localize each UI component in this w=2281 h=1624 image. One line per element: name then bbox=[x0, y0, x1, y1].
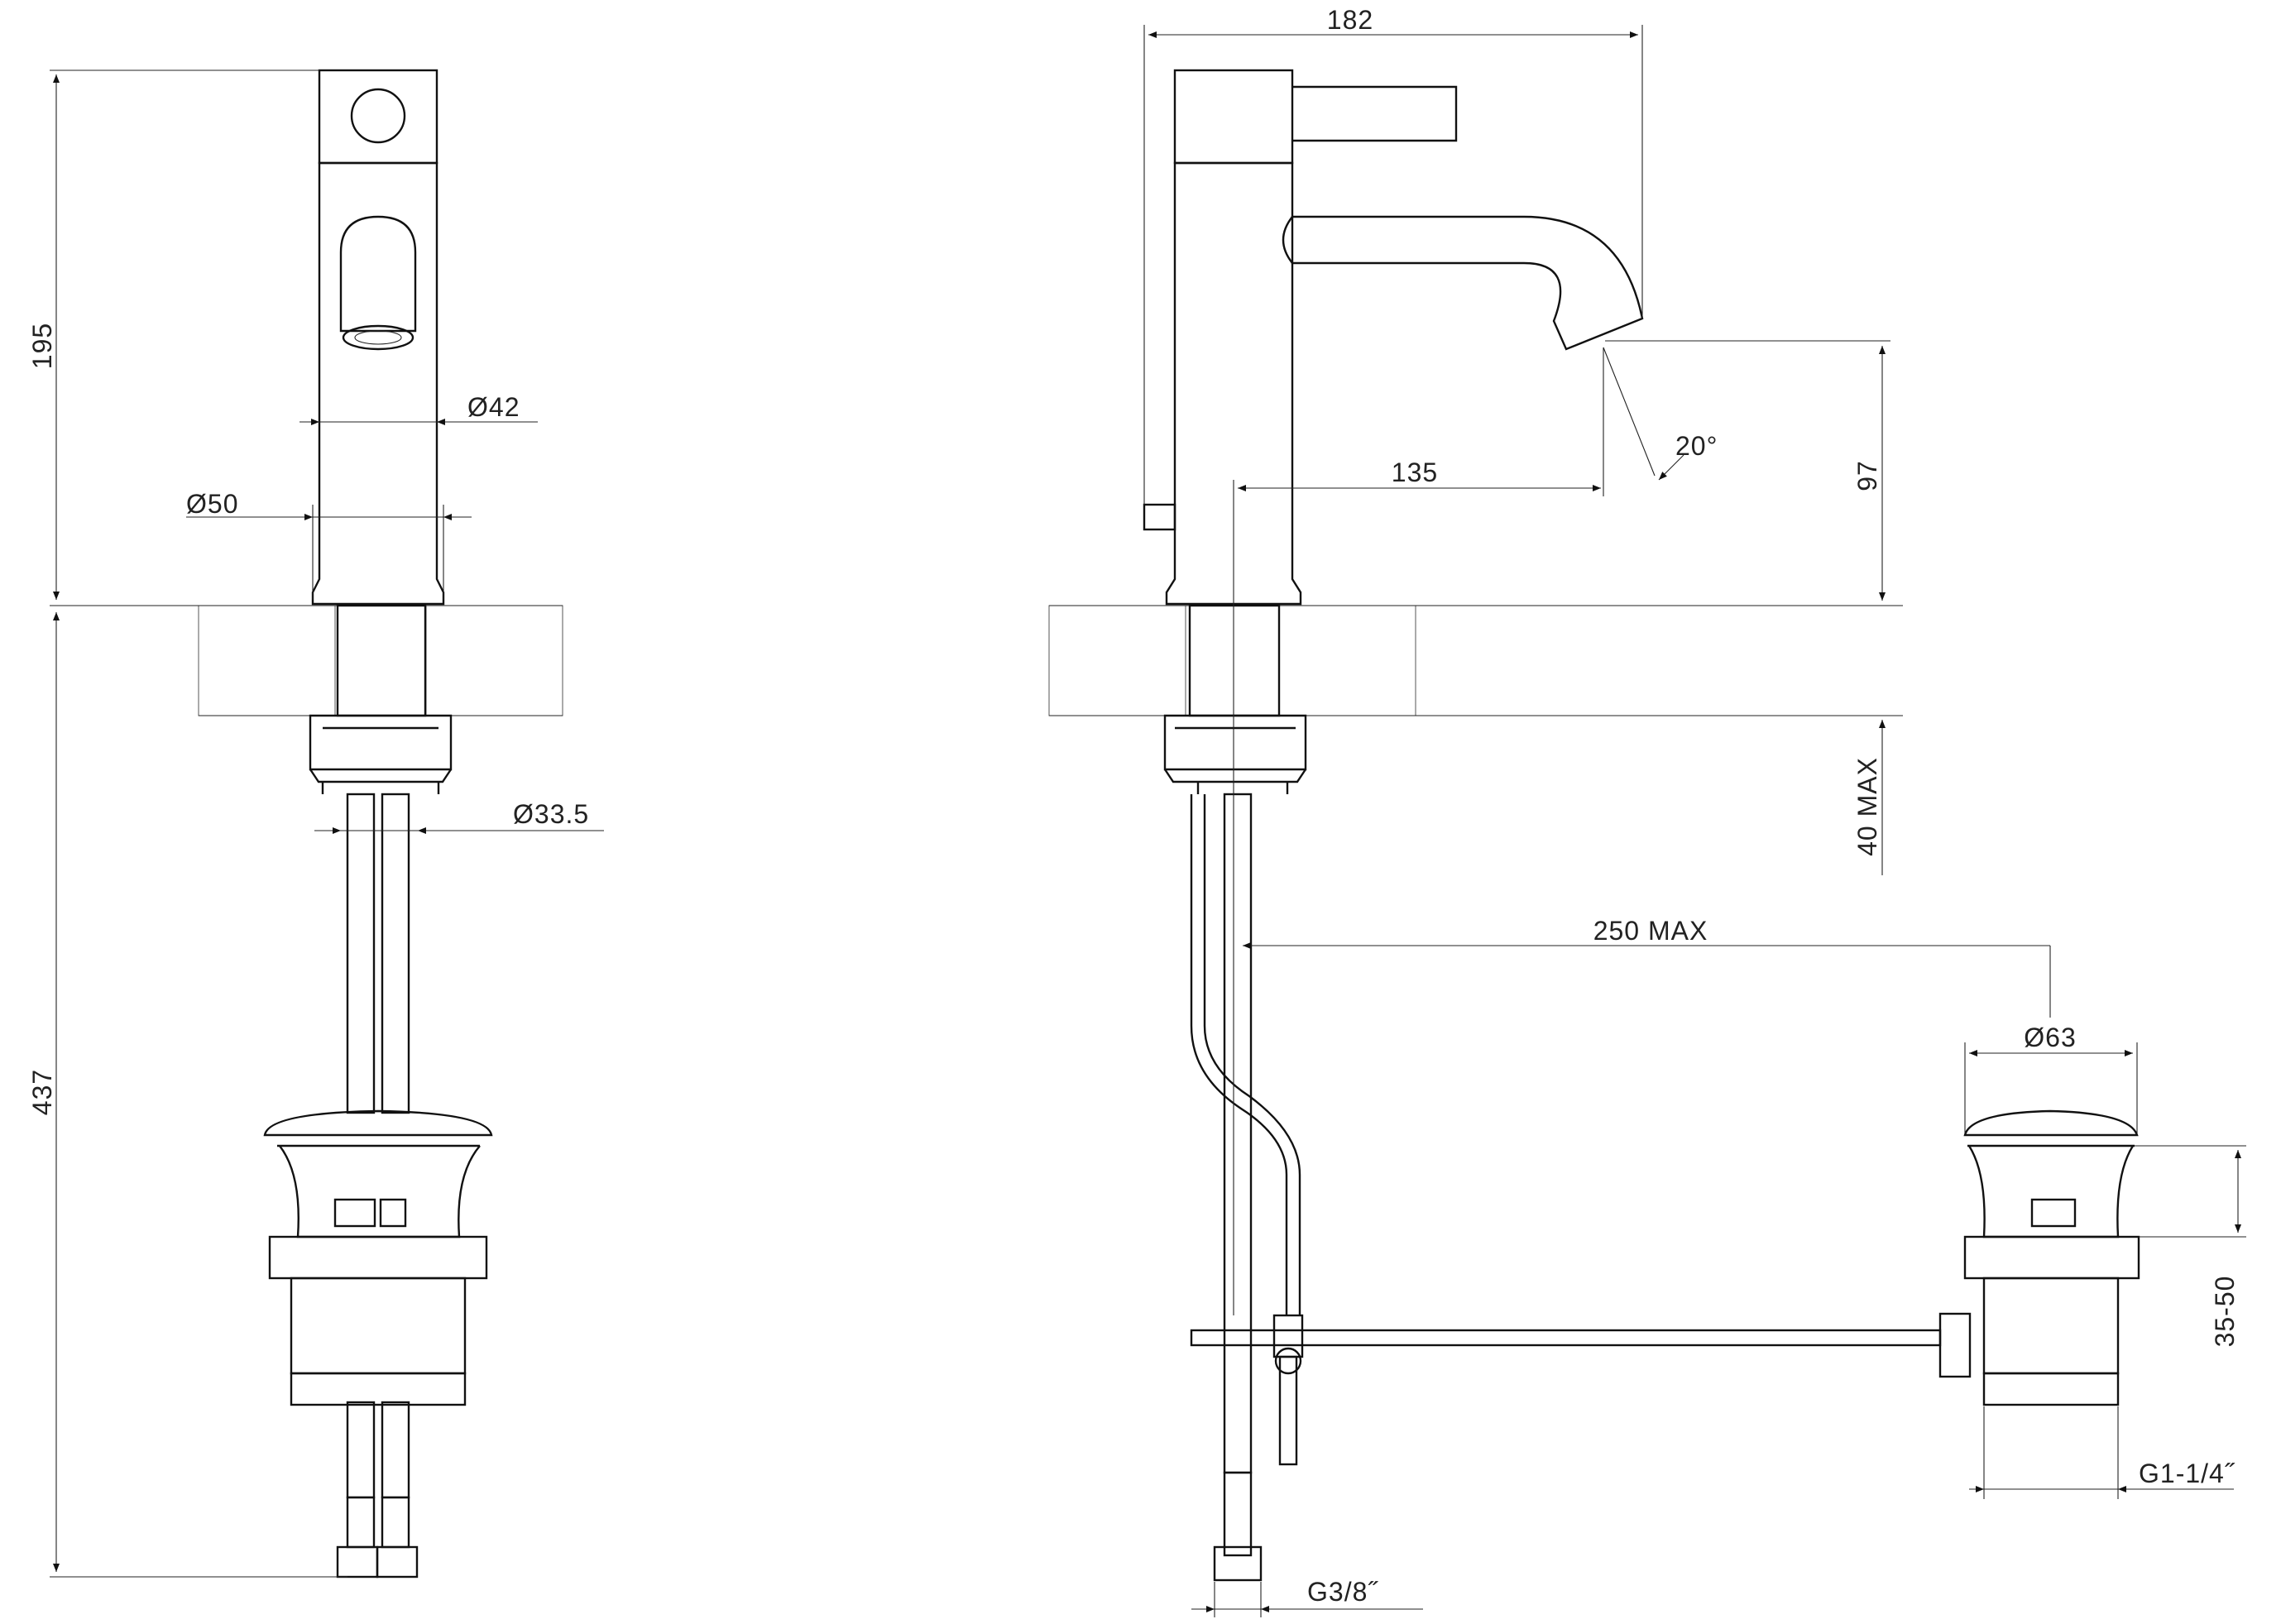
side-body bbox=[1165, 161, 1302, 606]
side-hose-fitting bbox=[1213, 1471, 1263, 1582]
dim-diameter-63: Ø63 bbox=[2024, 1023, 2076, 1052]
side-popup-knob bbox=[1143, 503, 1176, 531]
side-view bbox=[1048, 69, 2140, 1582]
front-body bbox=[311, 161, 445, 606]
front-hose-fittings bbox=[336, 1496, 419, 1578]
side-lever bbox=[1292, 85, 1458, 142]
dim-195: 195 bbox=[27, 323, 57, 369]
side-deck-section bbox=[1048, 605, 1903, 716]
front-hose-right bbox=[381, 793, 410, 1114]
side-spout bbox=[1282, 215, 1644, 351]
side-shank bbox=[1188, 604, 1281, 717]
dimension-lines bbox=[50, 25, 2246, 1617]
dim-182: 182 bbox=[1327, 5, 1373, 35]
dim-35-50: 35-50 bbox=[2210, 1276, 2240, 1348]
dim-97: 97 bbox=[1852, 460, 1882, 491]
dim-g1-1-4: G1-1/4˝ bbox=[2139, 1459, 2235, 1488]
front-deck-section bbox=[50, 605, 563, 716]
front-view bbox=[50, 69, 563, 1578]
dim-135: 135 bbox=[1392, 457, 1438, 487]
front-aerator bbox=[342, 324, 415, 351]
front-spout-recess bbox=[339, 215, 417, 333]
dim-g3-8: G3/8˝ bbox=[1307, 1577, 1378, 1607]
side-drain-rod bbox=[1190, 1314, 1942, 1466]
side-fixing-nut bbox=[1163, 714, 1307, 783]
dim-250-max: 250 MAX bbox=[1593, 916, 1708, 946]
side-hose bbox=[1223, 793, 1253, 1474]
front-fixing-nut bbox=[309, 714, 453, 783]
side-popup-waste bbox=[1938, 1109, 2140, 1406]
front-shank bbox=[336, 604, 427, 717]
front-knurled-handle bbox=[318, 69, 438, 165]
dim-diameter-33-5: Ø33.5 bbox=[513, 799, 589, 829]
dimension-labels: 195 437 Ø42 Ø50 Ø33.5 182 135 20° 97 40 … bbox=[27, 5, 2240, 1607]
front-hose-left bbox=[346, 793, 376, 1114]
front-popup-waste bbox=[263, 1109, 493, 1406]
side-pull-rod bbox=[1190, 794, 1288, 1315]
dim-diameter-42: Ø42 bbox=[467, 392, 520, 422]
side-knurled-handle bbox=[1173, 69, 1294, 165]
dim-angle-20: 20° bbox=[1675, 431, 1718, 461]
dim-437: 437 bbox=[27, 1069, 57, 1115]
dim-diameter-50: Ø50 bbox=[186, 489, 238, 519]
front-handle-lever-end bbox=[350, 88, 406, 144]
dim-40-max: 40 MAX bbox=[1852, 757, 1882, 856]
